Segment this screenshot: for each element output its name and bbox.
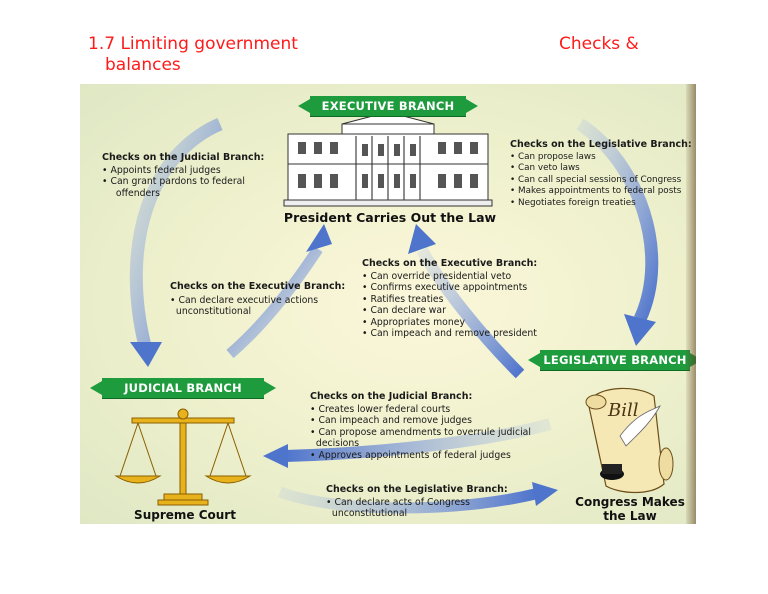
list-item: Can override presidential veto	[362, 271, 537, 282]
list-item: Confirms executive appointments	[362, 282, 537, 293]
legislative-branch-banner: LEGISLATIVE BRANCH	[528, 350, 696, 370]
legislative-caption: Congress Makes the Law	[568, 495, 692, 523]
slide-title-right: Checks &	[559, 34, 639, 54]
white-house-icon	[283, 111, 493, 207]
bill-scroll-icon	[585, 387, 674, 494]
list-item: Can declare acts of Congress	[326, 497, 470, 508]
slide-title-line2: balances	[105, 55, 181, 75]
leg-checks-executive-list: Can override presidential veto Confirms …	[362, 271, 537, 339]
exec-checks-judicial-heading: Checks on the Judicial Branch:	[102, 152, 265, 163]
slide-title: 1.7 Limiting government balances	[88, 34, 298, 76]
list-item: Appoints federal judges	[102, 165, 245, 176]
jud-checks-executive-heading: Checks on the Executive Branch:	[170, 281, 346, 292]
jud-checks-executive-list: Can declare executive actions unconstitu…	[170, 295, 318, 318]
list-item: unconstitutional	[331, 508, 408, 520]
scales-of-justice-icon	[114, 408, 252, 506]
list-item: Can call special sessions of Congress	[510, 175, 681, 186]
legislative-caption-line2: the Law	[603, 509, 657, 523]
leg-checks-judicial-heading: Checks on the Judicial Branch:	[310, 391, 473, 402]
list-item: Ratifies treaties	[362, 294, 537, 305]
list-item: Can propose amendments to overrule judic…	[310, 427, 531, 438]
list-item: Approves appointments of federal judges	[310, 450, 531, 461]
exec-checks-judicial-list: Appoints federal judges Can grant pardon…	[102, 165, 245, 199]
list-item: Can veto laws	[510, 163, 681, 174]
list-item: Can grant pardons to federal	[102, 176, 245, 187]
list-item: Can impeach and remove judges	[310, 415, 531, 426]
list-item: Creates lower federal courts	[310, 404, 531, 415]
list-item: Appropriates money	[362, 317, 537, 328]
leg-checks-judicial-list: Creates lower federal courts Can impeach…	[310, 404, 531, 461]
list-item: offenders	[115, 187, 160, 199]
exec-checks-legislative-heading: Checks on the Legislative Branch:	[510, 139, 692, 150]
executive-caption: President Carries Out the Law	[283, 210, 497, 225]
list-item: Negotiates foreign treaties	[510, 198, 681, 209]
legislative-caption-line1: Congress Makes	[575, 495, 685, 509]
list-item: Can declare war	[362, 305, 537, 316]
leg-checks-executive-heading: Checks on the Executive Branch:	[362, 258, 538, 269]
bill-label: Bill	[607, 400, 639, 421]
list-item: decisions	[315, 438, 360, 450]
page-binding-shadow	[686, 84, 696, 524]
exec-checks-legislative-list: Can propose laws Can veto laws Can call …	[510, 152, 681, 209]
judicial-branch-banner: JUDICIAL BRANCH	[90, 378, 276, 398]
arrow-exec-to-judicial	[129, 118, 223, 367]
list-item: unconstitutional	[175, 306, 252, 318]
checks-and-balances-diagram: Bill EXECUTIVE BRANCH LEGISLATIVE BRANCH…	[80, 84, 696, 524]
list-item: Can impeach and remove president	[362, 328, 536, 339]
list-item: Can declare executive actions	[170, 295, 318, 306]
judicial-caption: Supreme Court	[134, 508, 236, 522]
list-item: Can propose laws	[510, 152, 681, 163]
jud-checks-legislative-list: Can declare acts of Congress unconstitut…	[326, 497, 470, 520]
executive-branch-banner: EXECUTIVE BRANCH	[298, 96, 478, 116]
arrow-exec-to-legislative	[576, 118, 659, 346]
list-item: Makes appointments to federal posts	[510, 186, 681, 197]
jud-checks-legislative-heading: Checks on the Legislative Branch:	[326, 484, 508, 495]
slide-title-line1: 1.7 Limiting government	[88, 34, 298, 54]
